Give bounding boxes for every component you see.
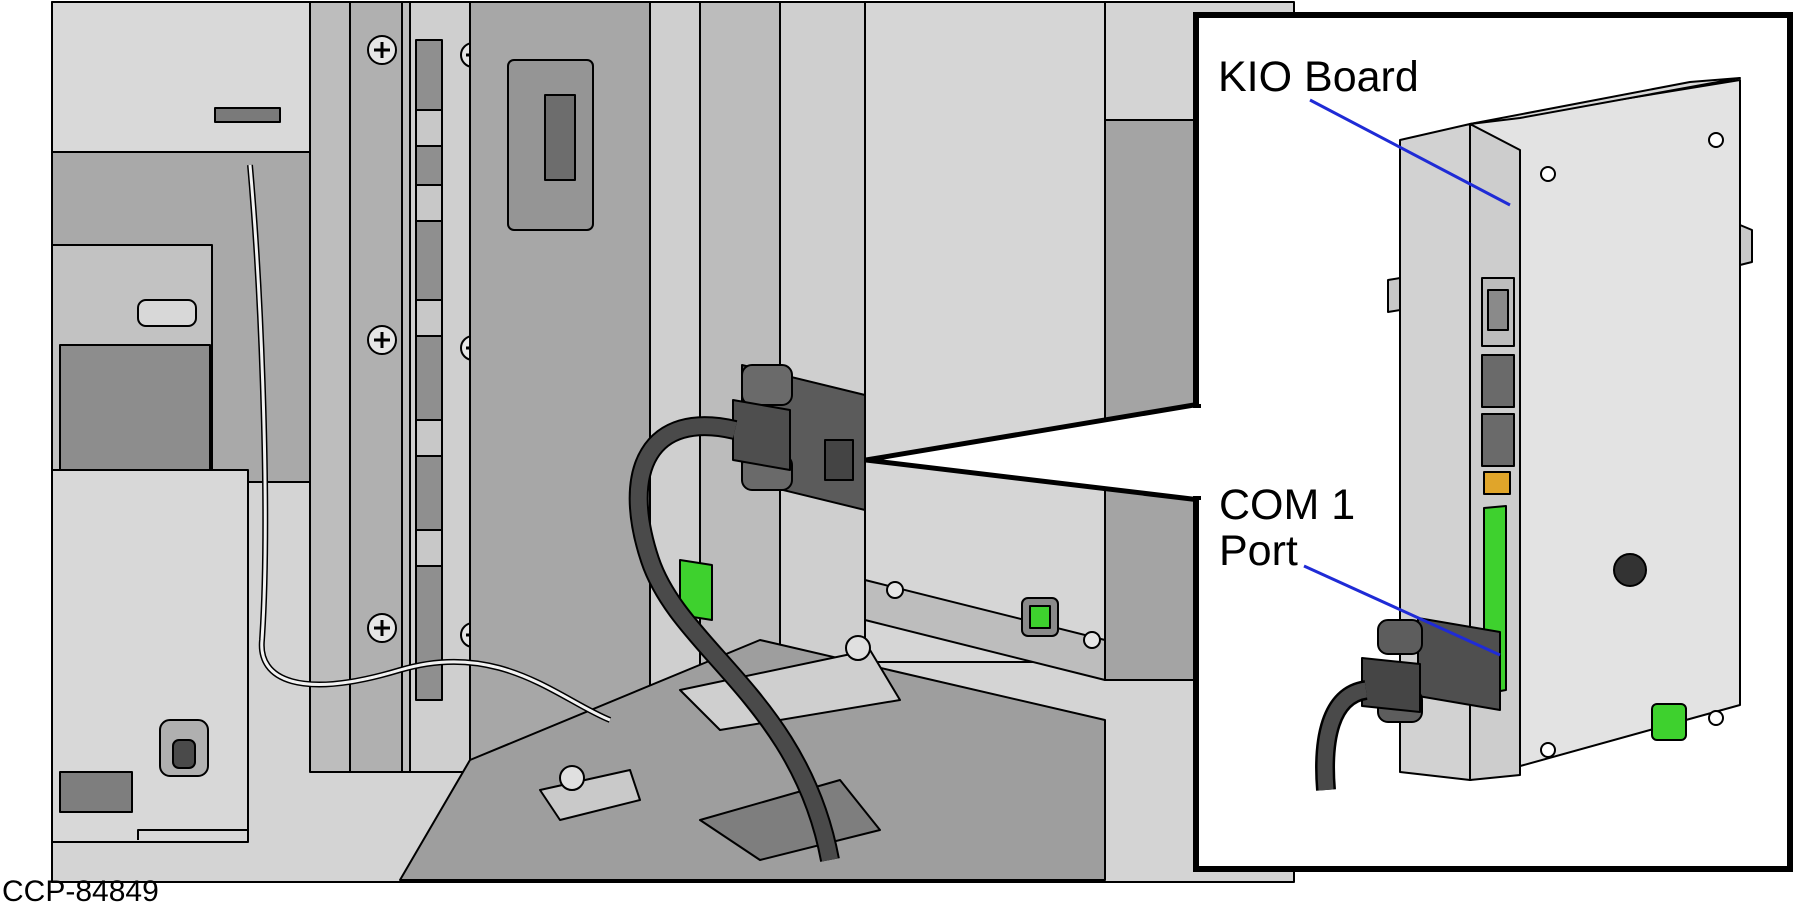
inset-pointer bbox=[865, 401, 1201, 503]
com1-port-label: COM 1 Port bbox=[1219, 482, 1355, 574]
figure-id: CCP-84849 bbox=[2, 875, 159, 908]
kio-board-label: KIO Board bbox=[1218, 53, 1419, 101]
kio-board-inset bbox=[1193, 12, 1793, 872]
com1-port-label-line2: Port bbox=[1219, 527, 1298, 575]
main-assembly-view bbox=[51, 1, 1295, 883]
com1-port-label-line1: COM 1 bbox=[1219, 481, 1356, 529]
kio-board-leader-line bbox=[1309, 98, 1511, 207]
com1-port-leader-line bbox=[1303, 564, 1501, 657]
